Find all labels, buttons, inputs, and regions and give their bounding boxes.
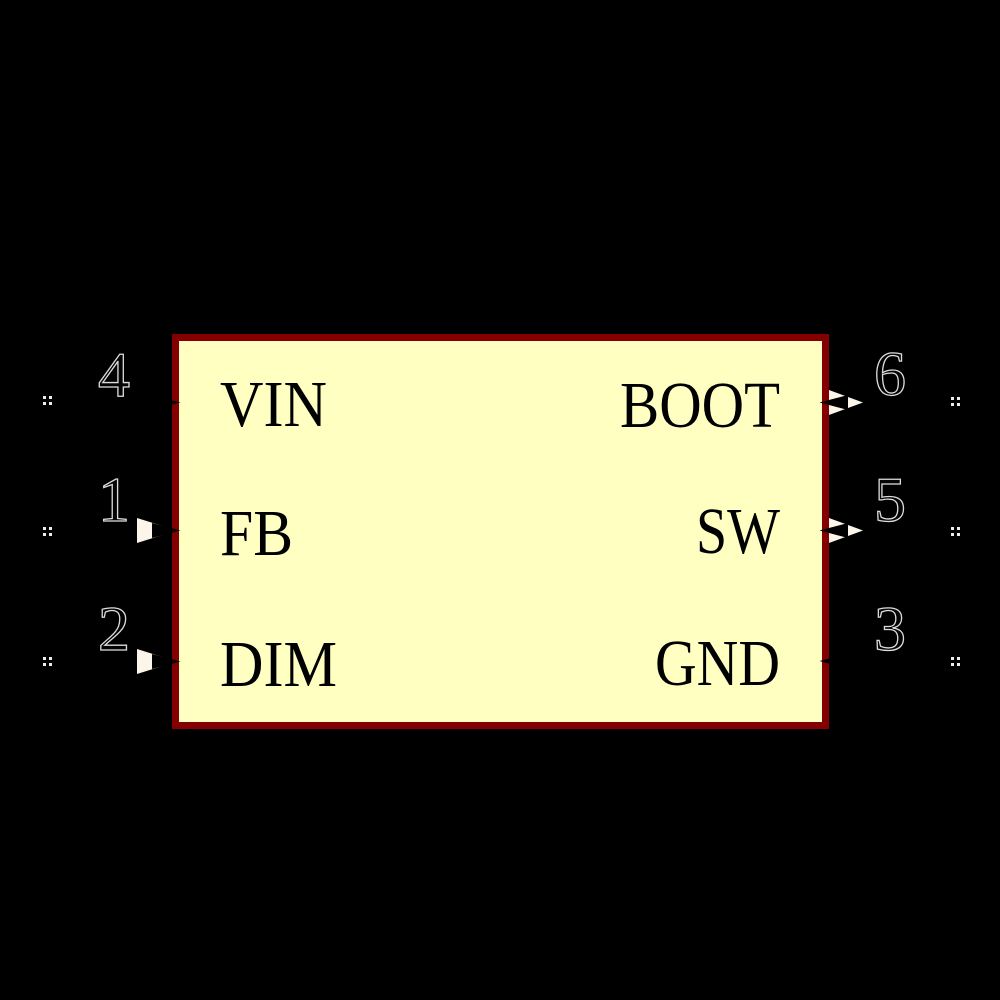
pin-fb-end-marker xyxy=(43,527,52,536)
pin-dim-number[interactable]: 2 xyxy=(97,592,130,664)
pin-sw-label[interactable]: SW xyxy=(696,495,781,568)
pin-fb-number[interactable]: 1 xyxy=(97,463,130,535)
symbol-body[interactable] xyxy=(172,334,829,729)
pin-sw[interactable]: 5 SW xyxy=(696,463,960,568)
pin-gnd-number[interactable]: 3 xyxy=(873,592,906,664)
pin-boot-end-marker xyxy=(951,397,960,406)
pin-vin-number[interactable]: 4 xyxy=(97,338,130,410)
pin-gnd-direction-arrow-icon xyxy=(819,654,848,669)
pin-sw-direction-arrow-icon xyxy=(819,523,848,538)
pin-vin-end-marker xyxy=(43,396,52,405)
pin-dim-direction-arrow-icon xyxy=(152,654,181,669)
pin-fb-direction-arrow-icon xyxy=(152,523,181,538)
pin-boot[interactable]: 6 BOOT xyxy=(620,337,960,442)
pin-sw-end-marker xyxy=(951,527,960,536)
pin-dim-label[interactable]: DIM xyxy=(220,628,337,701)
pin-boot-label[interactable]: BOOT xyxy=(620,369,780,442)
pin-gnd[interactable]: 3 GND xyxy=(655,592,960,700)
pin-sw-number[interactable]: 5 xyxy=(873,463,906,535)
pin-boot-number[interactable]: 6 xyxy=(873,337,906,409)
pin-boot-direction-arrow-icon xyxy=(819,395,848,410)
pin-vin-label[interactable]: VIN xyxy=(220,368,327,441)
pin-vin-direction-arrow-icon xyxy=(150,395,181,410)
pin-gnd-end-marker xyxy=(951,657,960,666)
pin-vin[interactable]: 4 VIN xyxy=(43,338,327,441)
pin-fb[interactable]: 1 FB xyxy=(43,463,293,570)
pin-dim[interactable]: 2 DIM xyxy=(43,592,337,701)
pin-gnd-label[interactable]: GND xyxy=(655,627,780,700)
pin-dim-end-marker xyxy=(43,657,52,666)
pin-fb-label[interactable]: FB xyxy=(220,497,293,570)
